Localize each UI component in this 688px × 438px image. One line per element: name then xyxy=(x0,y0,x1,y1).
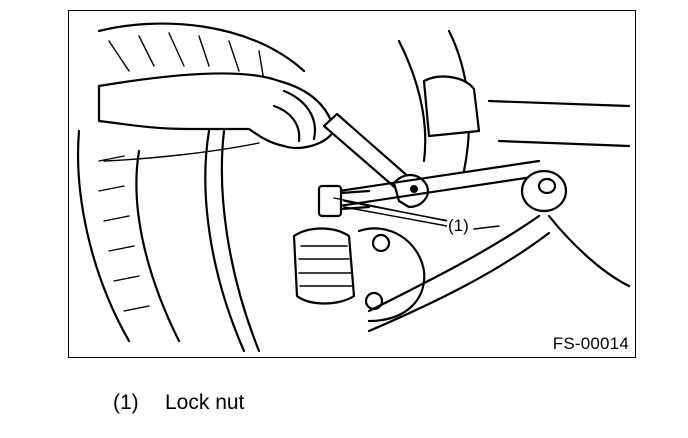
hand xyxy=(97,72,336,162)
callout-leaders xyxy=(333,197,500,230)
legend-number: (1) xyxy=(113,391,139,414)
lock-nut-shape xyxy=(317,184,343,218)
control-arm xyxy=(367,169,631,333)
legend-item: (1) Lock nut xyxy=(113,391,244,415)
tie-rod xyxy=(317,159,541,227)
figure-code: FS-00014 xyxy=(552,334,629,353)
callout-label: (1) xyxy=(447,216,470,236)
wrench xyxy=(322,112,429,209)
tire xyxy=(76,22,306,353)
suspension-line-drawing xyxy=(76,22,631,353)
illustration-frame: (1) FS-00014 xyxy=(68,10,636,358)
legend: (1) Lock nut xyxy=(113,391,244,415)
steering-boot xyxy=(292,227,426,323)
strut xyxy=(397,29,631,173)
legend-label: Lock nut xyxy=(165,391,245,414)
